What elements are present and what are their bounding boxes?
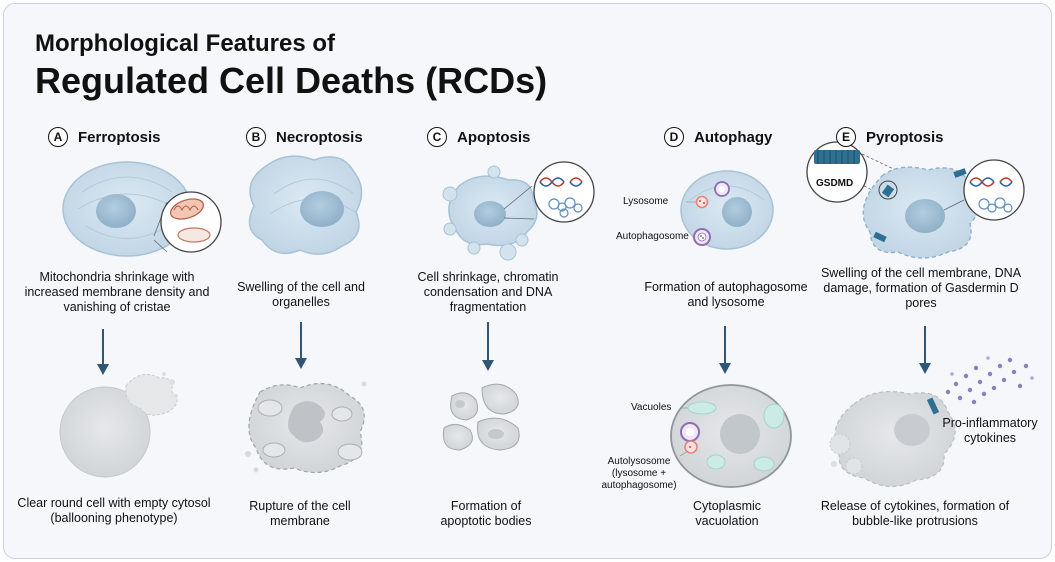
panel-a-header: A Ferroptosis bbox=[48, 125, 161, 149]
cytokines-label-line1: Pro-inflammatory bbox=[942, 416, 1038, 430]
panel-a-outcome: Clear round cell with empty cytosol (bal… bbox=[17, 496, 211, 525]
panel-d-letter: D bbox=[664, 127, 684, 147]
panel-e-header: E Pyroptosis bbox=[836, 125, 944, 149]
panel-c-title: Apoptosis bbox=[457, 128, 531, 146]
lysosome-label: Lysosome bbox=[623, 196, 669, 207]
panel-a-description: Mitochondria shrinkage with increased me… bbox=[24, 270, 210, 314]
figure-frame: Morphological Features of Regulated Cell… bbox=[3, 3, 1052, 559]
autolysosome-label: Autolysosome (lysosome + autophagosome) bbox=[596, 456, 682, 492]
cytokine-dots bbox=[945, 356, 1034, 405]
autophagosome-icon bbox=[692, 228, 711, 246]
panel-a-letter: A bbox=[48, 127, 68, 147]
panel-c-description: Cell shrinkage, chromatin condensation a… bbox=[417, 270, 559, 314]
panel-c-letter: C bbox=[427, 127, 447, 147]
dna-fragmentation-inset bbox=[503, 161, 595, 223]
autolysosome-icon bbox=[679, 422, 700, 457]
autolysosome-label-line1: Autolysosome bbox=[607, 456, 671, 467]
pyroptosis-arrow bbox=[919, 326, 931, 374]
panel-d-header: D Autophagy bbox=[664, 125, 772, 149]
panel-d-title: Autophagy bbox=[694, 128, 773, 146]
cytokines-label-line2: cytokines bbox=[963, 431, 1017, 445]
panel-b-letter: B bbox=[246, 127, 266, 147]
apoptosis-arrow bbox=[482, 322, 494, 371]
necroptosis-arrow bbox=[295, 322, 307, 369]
autolysosome-label-line3: autophagosome) bbox=[601, 480, 677, 491]
panel-e-outcome: Release of cytokines, formation of bubbl… bbox=[820, 499, 1010, 528]
gsdmd-inset bbox=[806, 141, 901, 203]
panel-b-description: Swelling of the cell and organelles bbox=[237, 280, 365, 309]
apoptotic-bodies bbox=[442, 383, 520, 451]
vacuolated-cell bbox=[670, 384, 792, 488]
panel-b-outcome: Rupture of the cell membrane bbox=[249, 499, 351, 528]
ferroptosis-dead-cell bbox=[59, 372, 178, 478]
cytokines-label: Pro-inflammatory cytokines bbox=[940, 416, 1040, 446]
title-line2: Regulated Cell Deaths (RCDs) bbox=[35, 60, 548, 101]
necroptosis-ruptured-cell bbox=[245, 381, 367, 474]
ferroptosis-cell bbox=[62, 161, 192, 257]
mitochondria-inset bbox=[153, 191, 222, 253]
panel-c-header: C Apoptosis bbox=[427, 125, 530, 149]
panel-d-description: Formation of autophagosome and lysosome bbox=[644, 280, 808, 309]
gsdmd-label: GSDMD bbox=[816, 178, 854, 189]
ferroptosis-arrow bbox=[97, 329, 109, 375]
pyroptosis-dna-inset bbox=[943, 159, 1025, 221]
apoptosis-cell bbox=[442, 165, 538, 261]
autophagosome-label: Autophagosome bbox=[616, 231, 689, 242]
panel-b-title: Necroptosis bbox=[276, 128, 363, 146]
panel-e-description: Swelling of the cell membrane, DNA damag… bbox=[820, 266, 1022, 310]
panel-e-letter: E bbox=[836, 127, 856, 147]
panel-e-title: Pyroptosis bbox=[866, 128, 944, 146]
panel-b-header: B Necroptosis bbox=[246, 125, 363, 149]
pyroptosis-cell bbox=[862, 166, 980, 259]
pyroptosis-dead-cell bbox=[829, 391, 956, 488]
autophagy-arrow bbox=[719, 326, 731, 374]
title-line1: Morphological Features of bbox=[35, 30, 336, 57]
lysosome-icon bbox=[686, 195, 709, 209]
autolysosome-label-line2: (lysosome + bbox=[611, 468, 667, 479]
necroptosis-cell bbox=[248, 155, 363, 255]
autophagosome-icon-2 bbox=[714, 181, 730, 197]
illustration-layer bbox=[59, 141, 1034, 488]
panel-a-title: Ferroptosis bbox=[78, 128, 161, 146]
vacuoles-label: Vacuoles bbox=[631, 402, 672, 413]
panel-c-outcome: Formation of apoptotic bodies bbox=[440, 499, 532, 528]
panel-d-outcome: Cytoplasmic vacuolation bbox=[692, 499, 762, 528]
